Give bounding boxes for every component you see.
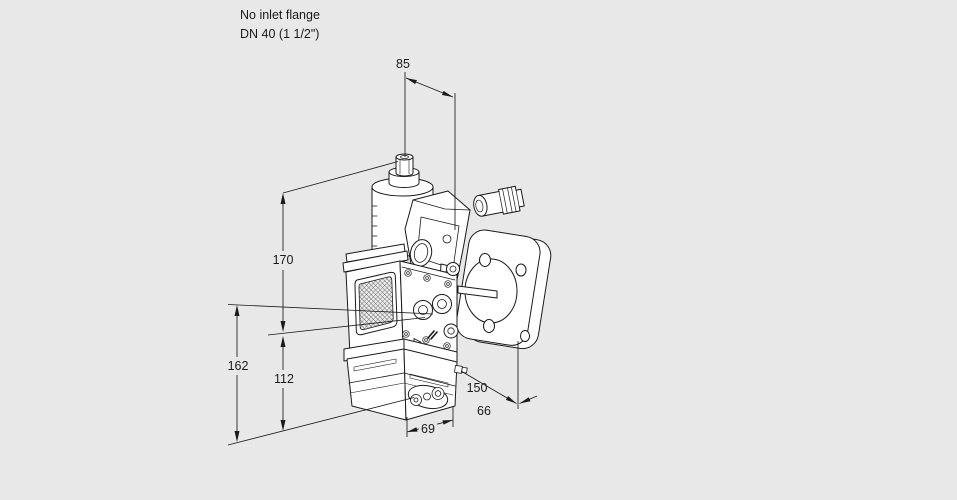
dimension-labels: 85 170 162 112 150 66 69 [228,57,491,436]
dimension-arrowheads [234,78,531,442]
arrowhead [407,427,418,432]
arrowhead [280,193,286,204]
annotation-line1: No inlet flange [240,8,320,22]
test-port-inner [418,305,428,315]
arrowhead [505,396,517,404]
cap-top [395,153,414,161]
arrowhead [280,336,286,347]
dim-112-label: 112 [274,372,294,386]
arrowhead [442,420,453,425]
ext-line-162-top [227,304,434,315]
valve-drawing [342,153,552,421]
clamp-bolt-inner [449,265,457,273]
bolt-hole [520,330,530,342]
hatch-mark-icon [427,330,438,340]
cable-gland [473,185,525,217]
dim-66-label: 66 [477,404,491,418]
arrowhead [234,431,240,442]
dim-85-label: 85 [396,57,410,71]
cap-facets [399,158,410,175]
outlet-flange [455,229,552,350]
dimension-lines [227,72,538,446]
clamp-bolt-inner [447,327,455,335]
test-nipple [454,364,468,374]
bolt-hole [483,319,495,333]
ext-line-axis [267,317,426,336]
arrowhead [406,78,417,85]
connection-box-fold [412,199,471,211]
cap-hole [400,155,409,159]
bolt-hole [515,263,527,277]
ext-line-baseline [227,397,415,446]
adjust-port [423,392,431,401]
vent-port-inner [434,390,442,397]
coil-ribs [371,205,378,247]
body-edge-line [401,266,456,281]
breather-port-inner [413,397,419,403]
gland-ribs [498,186,520,214]
dim-150-label: 150 [467,381,488,395]
ext-line-170-top [282,161,399,194]
flange-stud [457,285,498,299]
test-port-inner [437,299,447,309]
body-screws [402,269,452,350]
gland-hole [475,199,484,213]
bonnet-plate [342,250,409,273]
arrowhead [519,397,531,404]
regulator-step-line [348,372,456,387]
dim-170-label: 170 [273,253,294,267]
arrowhead [234,305,240,316]
pressure-regulator [343,338,468,421]
arrowhead [442,90,453,97]
arrowhead [280,420,286,431]
conduit-hole [413,243,429,263]
cover-screw [442,234,452,244]
annotation-line2: DN 40 (1 1/2") [240,27,319,41]
regulator-slot [353,358,397,372]
valve-body [345,260,460,358]
arrowhead [280,321,286,332]
dim-162-label: 162 [228,359,249,373]
strainer-mesh [358,276,394,331]
bolt-hole [479,253,491,267]
dim-69-label: 69 [421,422,435,436]
